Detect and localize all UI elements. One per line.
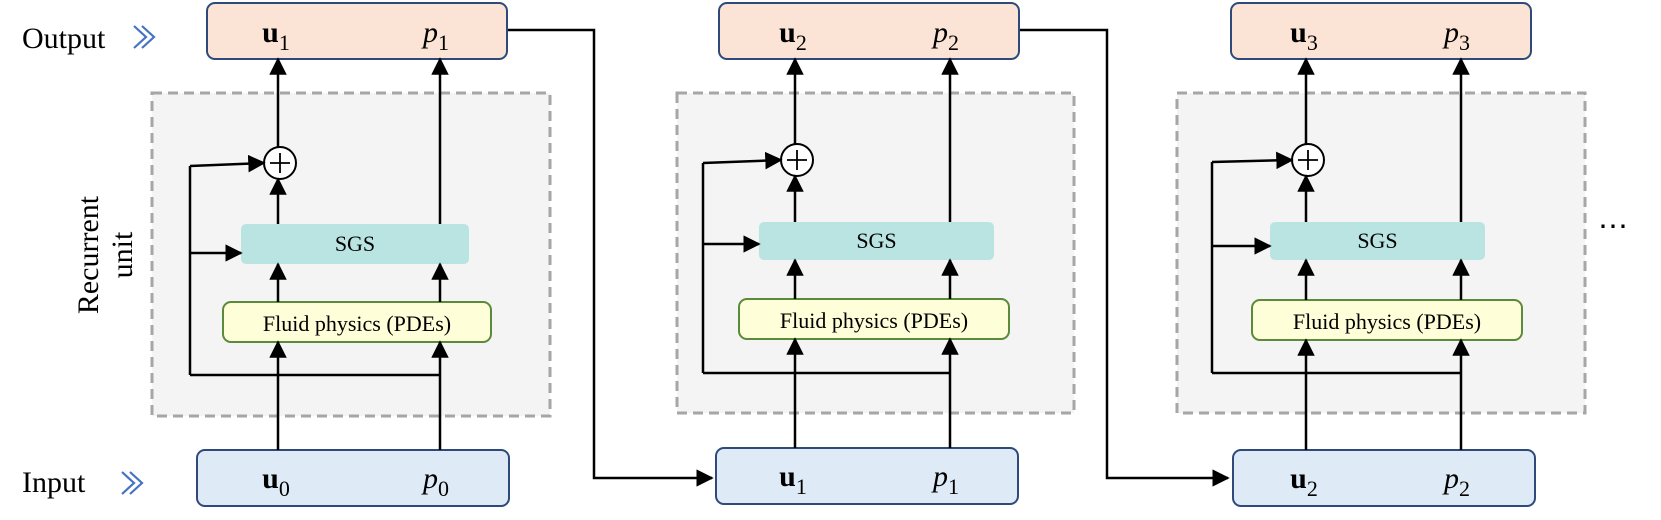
output-velocity: u3	[1290, 16, 1318, 55]
recurrent-unit-3: u3 p3 u2 p2 Fluid physics (PDEs) SGS	[1175, 2, 1587, 507]
plus-circle-icon	[263, 146, 297, 180]
input-chevron-icon	[121, 471, 144, 495]
input-velocity: u0	[262, 462, 290, 501]
sgs-box	[1270, 222, 1485, 260]
sgs-box	[759, 222, 994, 260]
recurrent-unit-1: u1 p1 u0 p0 Fluid physics (PDEs) SGS	[150, 2, 552, 507]
input-velocity: u1	[779, 460, 807, 499]
pde-box	[1251, 299, 1523, 341]
pde-box	[738, 298, 1010, 340]
input-pressure: p1	[931, 460, 959, 499]
plus-circle-icon	[780, 143, 814, 177]
input-box	[715, 447, 1019, 505]
output-box	[206, 2, 508, 60]
svg-text:unit: unit	[106, 231, 139, 278]
pde-label: Fluid physics (PDEs)	[1293, 309, 1481, 334]
output-velocity: u1	[262, 16, 290, 55]
output-row-label: Output	[22, 22, 106, 55]
arrow-feedback-to-plus	[702, 151, 783, 170]
recurrent-unit-2: u2 p2 u1 p1 Fluid physics (PDEs) SGS	[675, 2, 1076, 505]
pde-label: Fluid physics (PDEs)	[780, 308, 968, 333]
input-row-label: Input	[22, 466, 86, 499]
continuation-ellipsis: ⋯	[1598, 210, 1628, 243]
arrow-feedback-to-plus	[189, 154, 266, 173]
output-pressure: p3	[1442, 16, 1470, 55]
pde-label: Fluid physics (PDEs)	[263, 311, 451, 336]
output-box	[718, 2, 1020, 60]
output-pressure: p1	[421, 16, 449, 55]
connector-unit2-to-unit3	[1020, 28, 1230, 487]
unit-container	[675, 91, 1076, 415]
sgs-box	[241, 224, 469, 264]
pde-box	[222, 301, 492, 343]
output-chevron-icon	[133, 25, 156, 49]
plus-circle-icon	[1291, 143, 1325, 177]
sgs-label: SGS	[335, 231, 375, 256]
sgs-label: SGS	[856, 228, 896, 253]
input-box	[196, 449, 510, 507]
output-velocity: u2	[779, 16, 807, 55]
svg-text:Recurrent: Recurrent	[72, 195, 105, 314]
arrow-feedback-to-plus	[1211, 151, 1294, 170]
input-box	[1232, 449, 1536, 507]
output-pressure: p2	[931, 16, 959, 55]
output-box	[1230, 2, 1532, 60]
connector-unit1-to-unit2	[508, 28, 714, 487]
input-velocity: u2	[1290, 462, 1318, 501]
input-pressure: p2	[1442, 462, 1470, 501]
recurrent-unit-label: Recurrent unit	[72, 195, 139, 314]
sgs-label: SGS	[1357, 228, 1397, 253]
input-pressure: p0	[421, 462, 449, 501]
